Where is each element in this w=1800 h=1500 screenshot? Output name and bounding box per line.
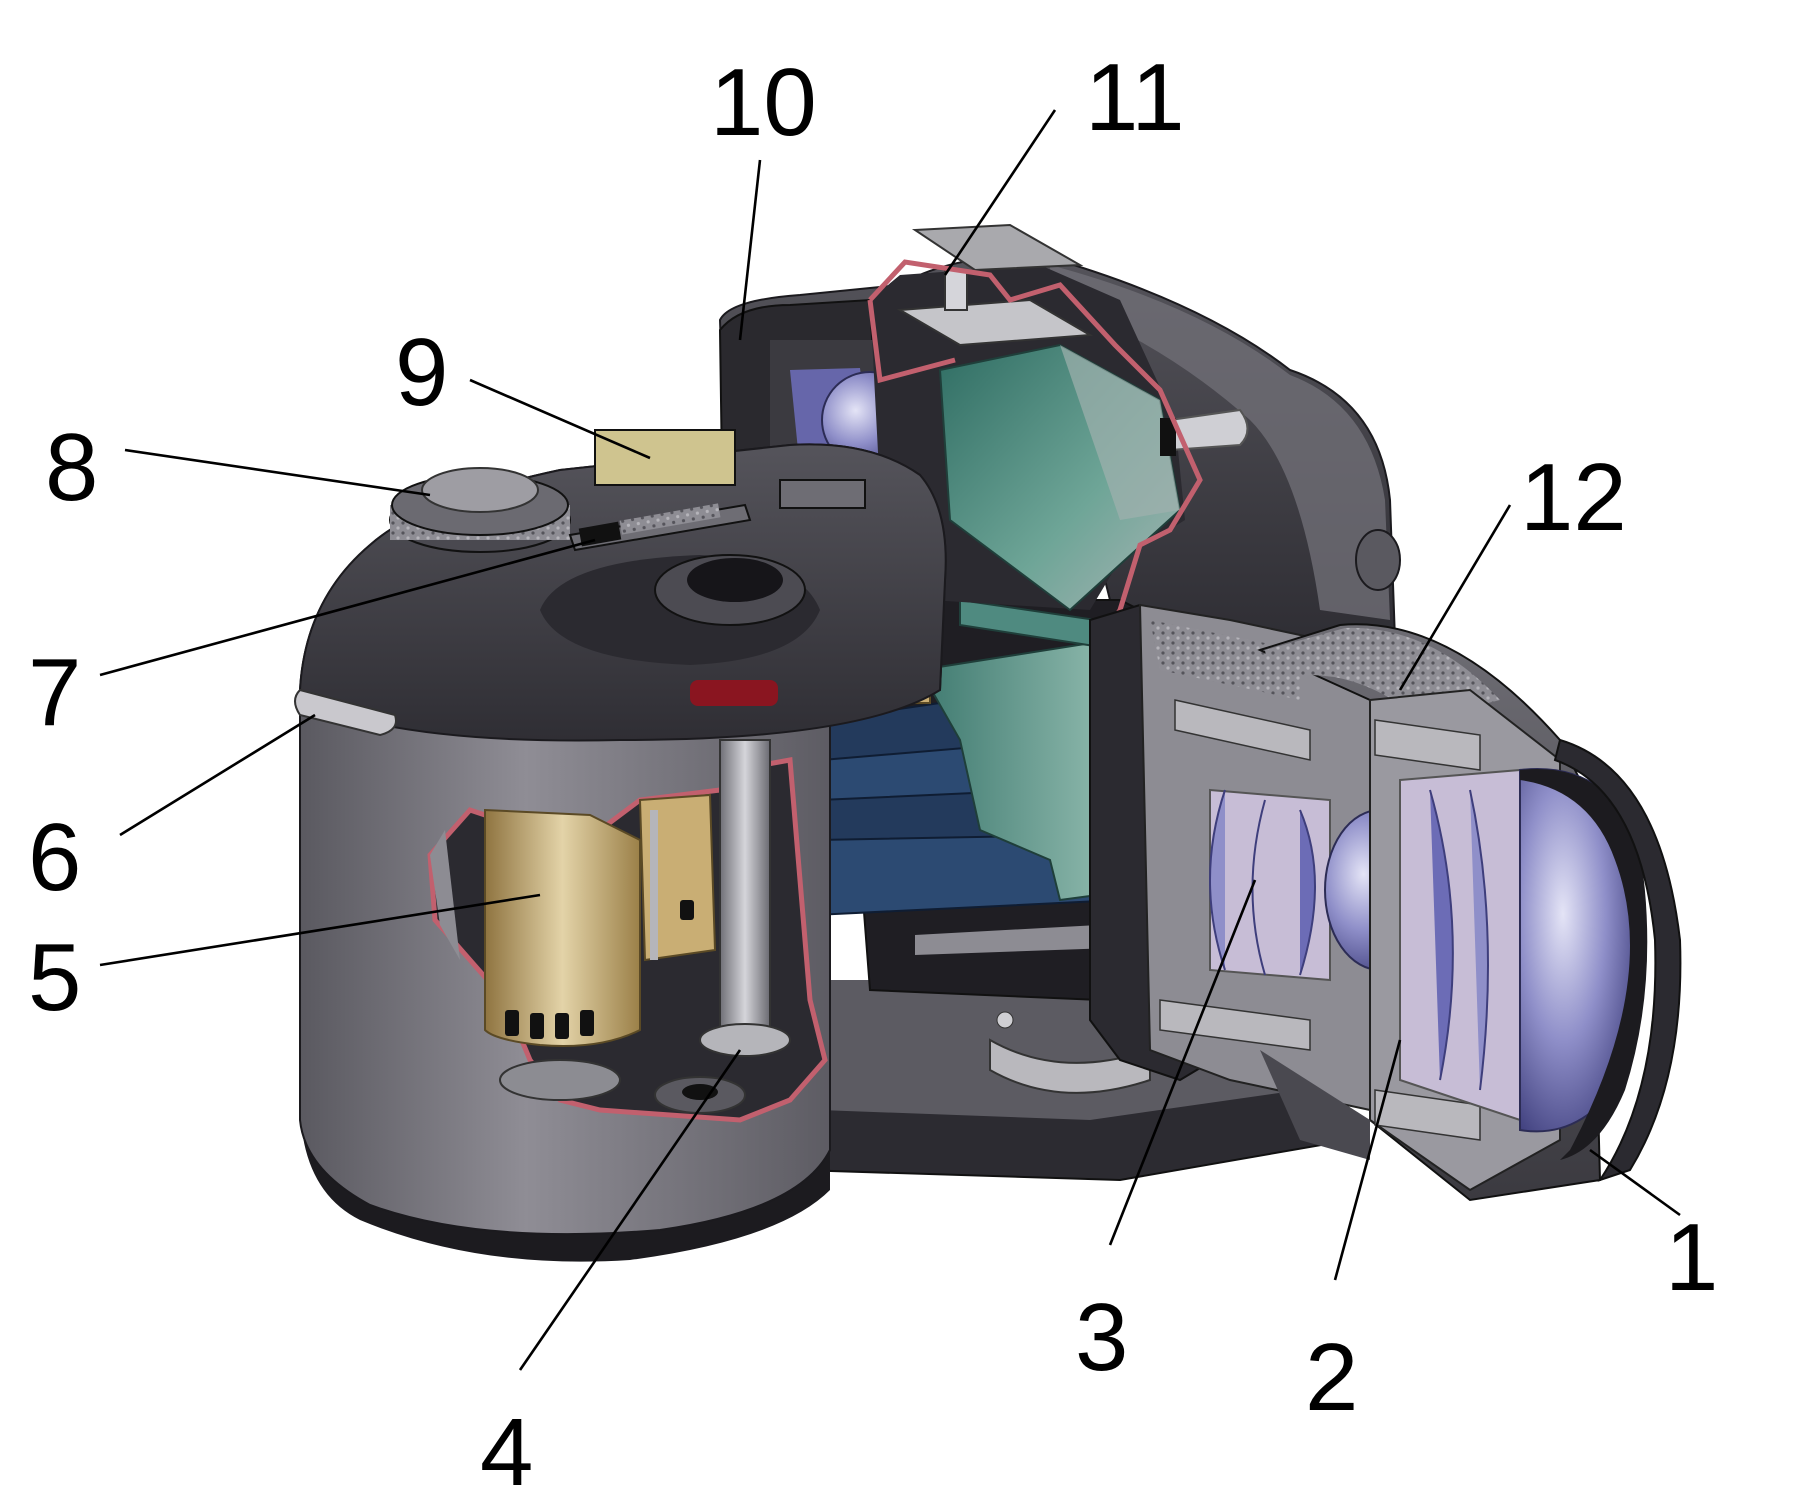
label-8: 8 bbox=[45, 414, 98, 521]
side-knob bbox=[1355, 529, 1401, 591]
left-body bbox=[294, 429, 947, 1262]
lens-assembly bbox=[1089, 603, 1682, 1202]
leader-line-5 bbox=[99, 893, 541, 967]
label-11: 11 bbox=[1085, 44, 1185, 151]
small-top-button bbox=[779, 479, 866, 509]
pentaprism bbox=[867, 223, 1249, 642]
leader-line-11 bbox=[943, 109, 1057, 276]
film-canister bbox=[484, 808, 641, 1047]
leader-line-6 bbox=[119, 713, 316, 837]
leader-line-4 bbox=[518, 1049, 742, 1371]
strap-lug bbox=[294, 688, 397, 737]
spool-rod bbox=[719, 739, 771, 1041]
leader-line-10 bbox=[738, 159, 762, 341]
label-2: 2 bbox=[1305, 1324, 1358, 1431]
label-10: 10 bbox=[710, 49, 817, 156]
label-5: 5 bbox=[28, 924, 81, 1031]
mode-dial bbox=[389, 467, 571, 553]
lcd-panel bbox=[594, 429, 736, 486]
gear bbox=[499, 1059, 621, 1101]
label-4: 4 bbox=[480, 1399, 533, 1500]
cutaway-edge-prism bbox=[868, 259, 1203, 642]
label-7: 7 bbox=[28, 639, 81, 746]
label-6: 6 bbox=[28, 804, 81, 911]
leader-line-8 bbox=[124, 448, 431, 497]
number-labels: 1 2 3 4 5 6 7 8 9 10 11 12 bbox=[28, 44, 1718, 1500]
leader-line-1 bbox=[1589, 1148, 1681, 1217]
leader-lines bbox=[99, 109, 1681, 1371]
red-indicator bbox=[690, 680, 778, 706]
leader-line-2 bbox=[1333, 1039, 1402, 1281]
label-9: 9 bbox=[395, 319, 448, 426]
label-12: 12 bbox=[1520, 444, 1627, 551]
leader-line-12 bbox=[1398, 504, 1512, 691]
label-3: 3 bbox=[1075, 1284, 1128, 1391]
front-lens-elements bbox=[1399, 768, 1521, 1122]
leader-line-9 bbox=[469, 378, 651, 460]
leader-line-3 bbox=[1108, 879, 1257, 1246]
hot-shoe bbox=[911, 223, 1084, 272]
label-1: 1 bbox=[1665, 1204, 1718, 1311]
leader-line-7 bbox=[99, 538, 596, 677]
